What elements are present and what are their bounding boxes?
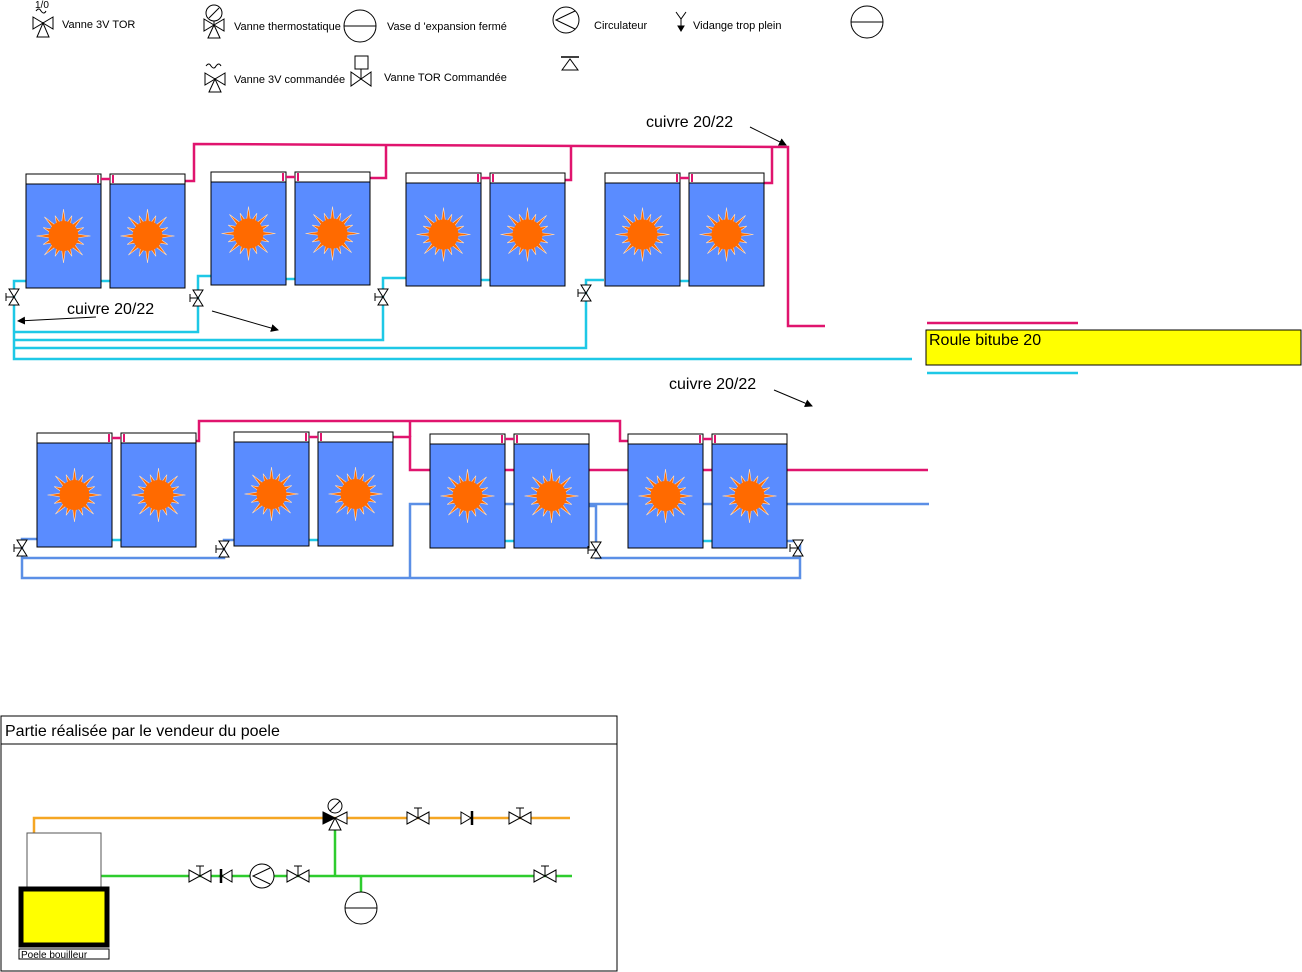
svg-text:1/0: 1/0 [35,0,49,11]
isolation-valve-icon [508,807,532,825]
legend-tor-commanded-icon [350,55,372,87]
solar-panel [688,172,765,287]
sun-icon [500,207,555,262]
solar-panel [429,433,506,549]
legend-thermostatic-label: Vanne thermostatique [234,21,341,33]
solar-panel [604,172,681,287]
legend-filter-icon [561,56,579,71]
cuivre-label-left: cuivre 20/22 [67,301,154,318]
solar-panel [513,433,590,549]
isolation-valve-icon [5,288,20,306]
isolation-valve-icon [406,807,430,825]
solar-panel [120,432,197,548]
legend-thermostatic-valve-icon [203,4,225,39]
panel-hot-connector [676,174,693,182]
solar-panel [294,171,371,286]
check-valve-icon-orange [460,811,474,825]
legend-circulator-icon [552,6,580,34]
sun-icon [244,466,299,522]
sun-icon [722,468,777,524]
sun-icon [615,207,670,262]
sun-icon [699,207,754,262]
isolation-valve-icon [189,289,204,307]
bitube-box [925,329,1302,366]
legend-tor-commanded-label: Vanne TOR Commandée [384,72,507,84]
lower-cold-stubs [111,538,712,543]
sun-icon [47,467,102,523]
solar-panel-field [25,171,788,549]
legend-3v-commanded-label: Vanne 3V commandée [234,74,345,86]
legend-circulator-label: Circulateur [594,20,648,32]
boiler-top [26,832,102,890]
cuivre-label-middle: cuivre 20/22 [669,376,756,393]
sun-icon [416,207,471,262]
sun-icon [638,468,693,524]
panel-hot-connector [305,433,322,441]
solar-panel [109,173,186,289]
sun-icon [440,468,495,524]
panel-hot-connector [282,173,299,181]
circulator-pump-icon [249,863,275,889]
upper-hot-pipe [185,142,825,328]
check-valve-icon-green [219,869,233,883]
legend-spare-vessel-icon [850,5,884,39]
panel-hot-connector [97,175,114,183]
solar-panel [317,431,394,547]
bitube-lines [927,321,1078,375]
legend-3v-commanded-icon [204,63,226,93]
legend-drain-icon [675,11,687,32]
legend-expansion-label: Vase d 'expansion fermé [387,21,507,33]
solar-panel [233,431,310,547]
expansion-vessel-icon [344,891,378,925]
isolation-valves [5,284,804,559]
stove-isolation-valves [188,807,557,883]
stove-section-title: Partie réalisée par le vendeur du poele [5,723,280,740]
boiler-body [18,886,110,948]
legend-3v-tor-label: Vanne 3V TOR [62,19,135,31]
solar-panel [627,433,704,549]
legend: 1/0 Vanne 3V TOR Vanne thermostatique Va… [32,0,884,93]
solar-panel [711,433,788,549]
solar-panel [210,171,287,286]
sun-icon [36,208,91,264]
solar-panel [489,172,566,287]
isolation-valve-icon [577,284,592,302]
solar-panel [405,172,482,287]
isolation-valve-icon [789,539,804,557]
panel-hot-connector [501,435,518,443]
panel-hot-connector [477,174,494,182]
panel-hot-connector [108,434,125,442]
isolation-valve-icon [374,288,389,306]
isolation-valve-icon [286,865,310,883]
isolation-valve-icon [13,539,28,557]
isolation-valve-icon [587,541,602,559]
cuivre-label-top: cuivre 20/22 [646,114,733,131]
bitube-label: Roule bitube 20 [929,332,1041,349]
solar-panel [25,173,102,289]
isolation-valve-icon [215,540,230,558]
sun-icon [120,208,175,264]
sun-icon [221,206,276,261]
orange-flow-pipe [32,816,570,833]
legend-drain-label: Vidange trop plein [693,20,781,32]
isolation-valve-icon [533,865,557,883]
stove-section: Partie réalisée par le vendeur du poele … [0,715,618,972]
solar-panel [36,432,113,548]
isolation-valve-icon [188,865,212,883]
sun-icon [305,206,360,261]
labels: cuivre 20/22 cuivre 20/22 cuivre 20/22 R… [17,114,1302,407]
legend-expansion-vessel-icon [343,9,377,43]
upper-cold-pipe [12,274,912,361]
panel-hot-connector [699,435,716,443]
legend-3v-tor-icon: 1/0 [32,0,54,38]
sun-icon [328,466,383,522]
sun-icon [524,468,579,524]
sun-icon [131,467,186,523]
thermostatic-valve-icon [322,798,348,831]
boiler-label: Poele bouilleur [21,950,88,961]
